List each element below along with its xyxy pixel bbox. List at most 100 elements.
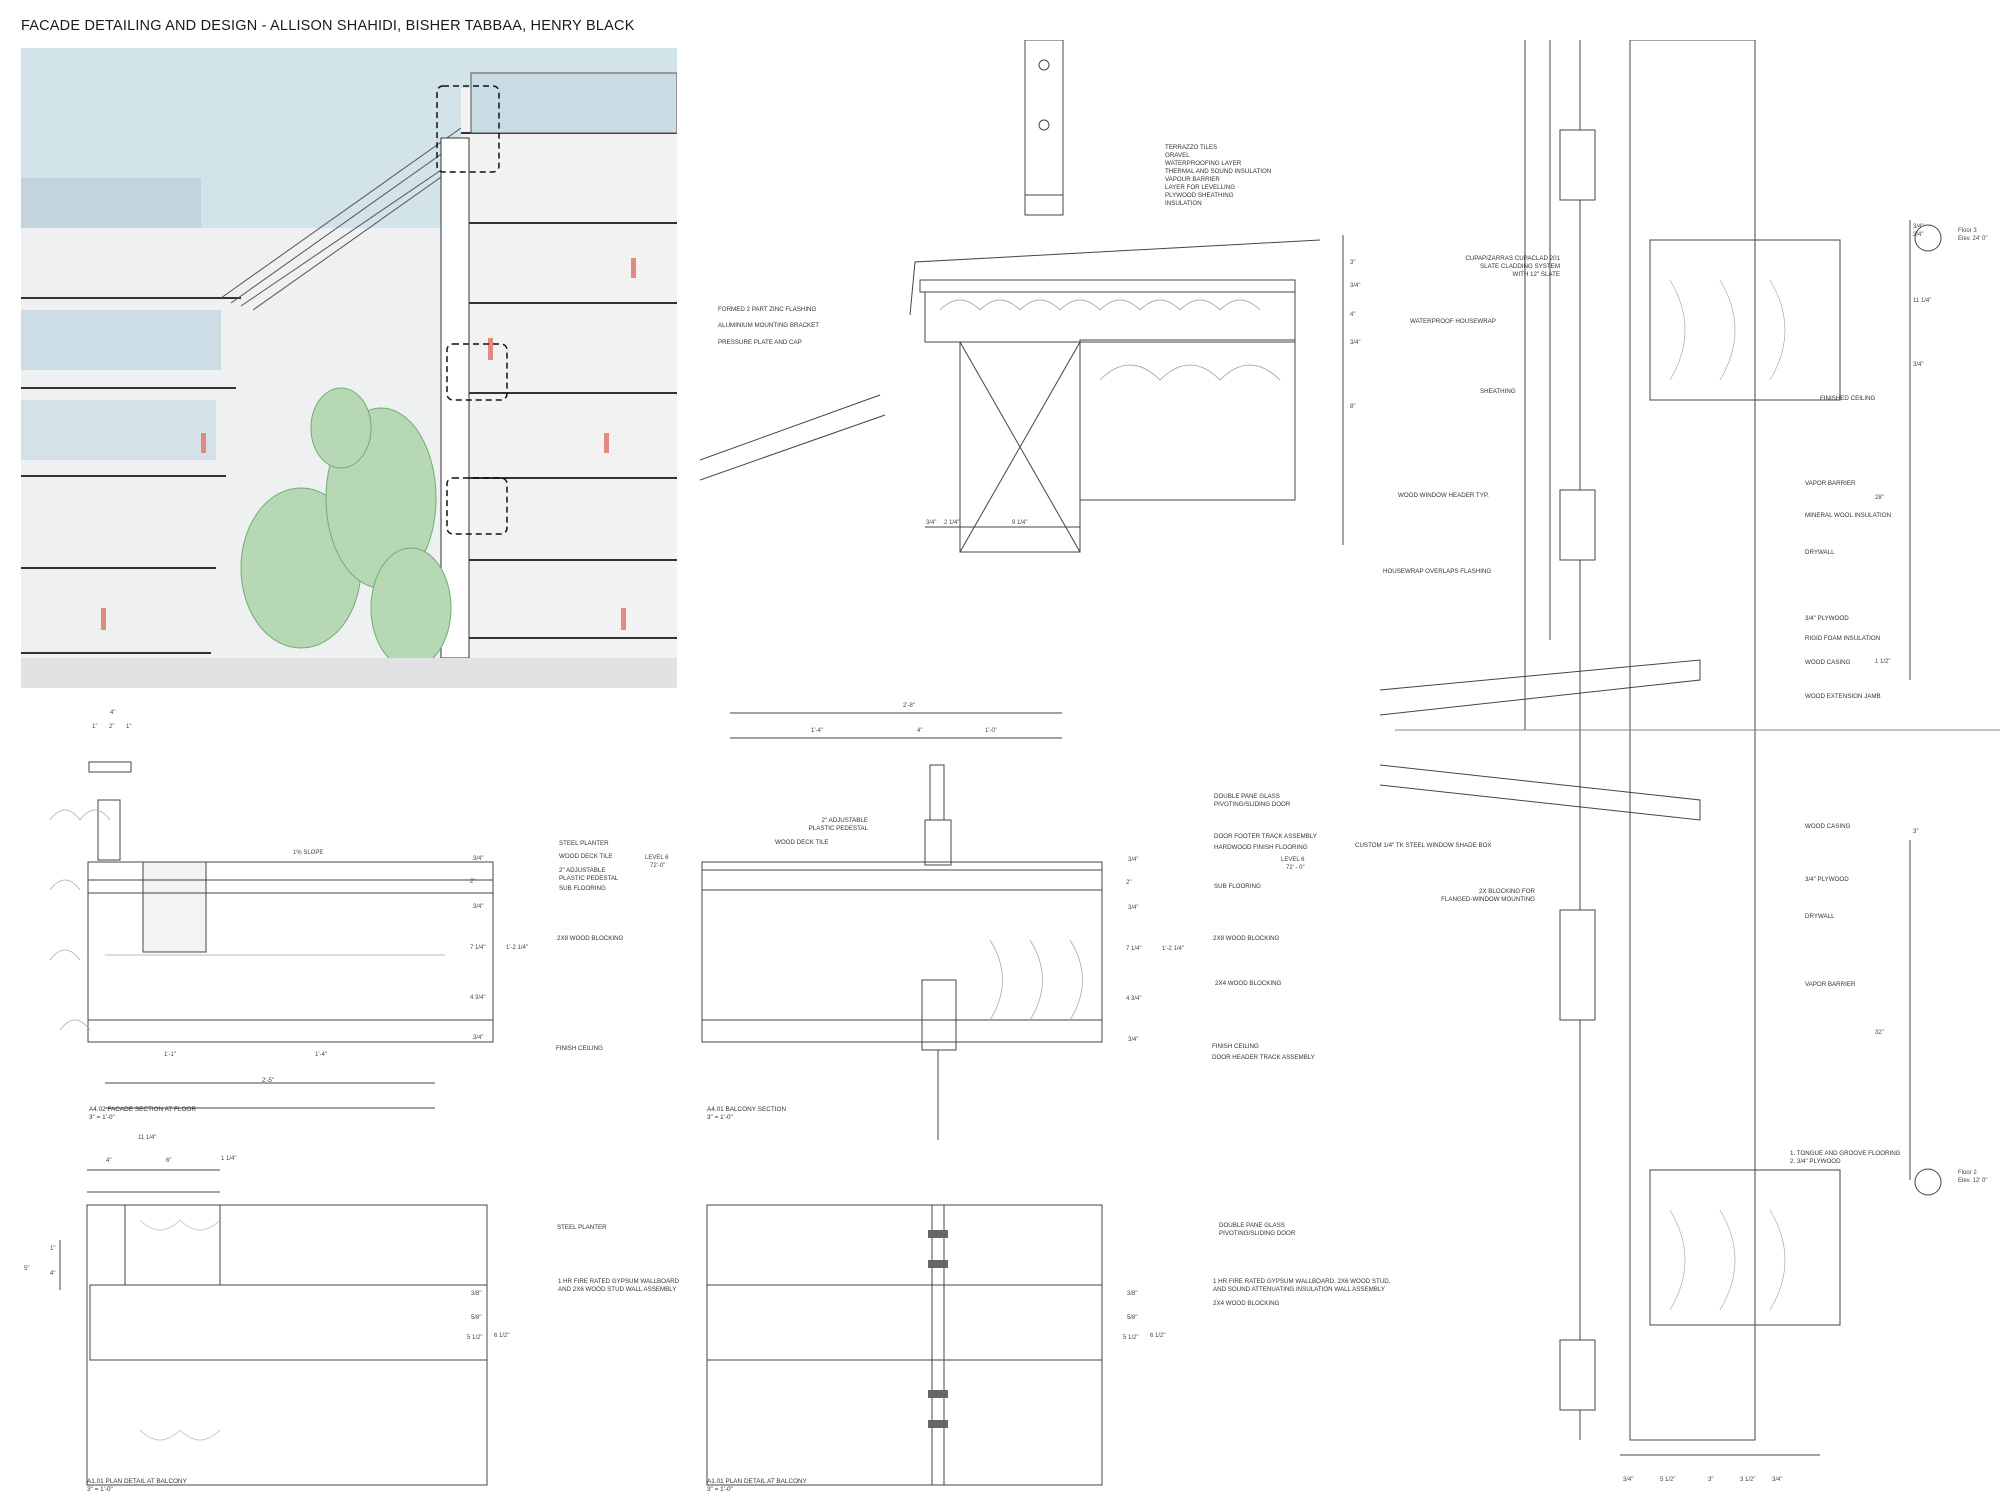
note-bs-glass-door: DOUBLE PANE GLASS PIVOTING/SLIDING DOOR bbox=[1214, 793, 1291, 808]
dim-bs-3: 1'-0" bbox=[985, 728, 997, 734]
dim-wall-2: 3/4" bbox=[1913, 232, 1924, 238]
note-wood-casing-2: WOOD CASING bbox=[1805, 823, 1851, 830]
note-wood-deck-tile: WOOD DECK TILE bbox=[559, 853, 613, 860]
dim-wall-6: 1 1/2" bbox=[1875, 659, 1891, 665]
note-extension-jamb: WOOD EXTENSION JAMB bbox=[1805, 693, 1881, 700]
dim-roof-5: 8" bbox=[1350, 404, 1356, 410]
note-flooring: 1. TONGUE AND GROOVE FLOORING 2. 3/4" PL… bbox=[1790, 1150, 1901, 1165]
dim-bsv-2: 2" bbox=[1126, 880, 1132, 886]
note-pr-2x4: 2x4 WOOD BLOCKING bbox=[1213, 1300, 1280, 1307]
note-plywood-1: 3/4" PLYWOOD bbox=[1805, 615, 1849, 622]
note-vapor-barrier-1: VAPOR BARRIER bbox=[1805, 480, 1856, 487]
dim-post-3: 1" bbox=[126, 724, 132, 730]
dim-fs-5: 4 3/4" bbox=[470, 995, 486, 1001]
caption-facade-section: A4.02 FACADE SECTION AT FLOOR 3" = 1'-0" bbox=[89, 1106, 197, 1121]
dim-bsv-1: 3/4" bbox=[1128, 857, 1139, 863]
dim-pl-side-2: 4" bbox=[50, 1271, 56, 1277]
note-plywood-2: 3/4" PLYWOOD bbox=[1805, 876, 1849, 883]
dim-fs-3: 3/4" bbox=[473, 904, 484, 910]
dim-pr-b: 5/8" bbox=[1127, 1315, 1138, 1321]
dim-roof-1: 3" bbox=[1350, 260, 1356, 266]
dim-wall-b4: 3 1/2" bbox=[1740, 1477, 1756, 1483]
plan-detail-left: 11 1/4" 4" 6" 1 1/4" 5" 1" 4" STEEL PLAN… bbox=[20, 1130, 720, 1500]
facade-section-at-floor: 4" 1" 2" 1" 1% SLOPE STEEL PLANTER WOOD … bbox=[40, 700, 720, 1140]
dim-wall-b5: 3/4" bbox=[1772, 1477, 1783, 1483]
note-bs-pedestal: 2" ADJUSTABLE PLASTIC PEDESTAL bbox=[808, 817, 868, 832]
balcony-section: 2'-8" 1'-4" 4" 1'-0" 2" ADJUSTABLE PLAST… bbox=[700, 700, 1360, 1140]
sheet-title: FACADE DETAILING AND DESIGN - ALLISON SH… bbox=[21, 18, 635, 34]
note-bs-sub-flooring: SUB FLOORING bbox=[1214, 883, 1261, 890]
dim-wall-b3: 3" bbox=[1708, 1477, 1714, 1483]
note-steel-planter: STEEL PLANTER bbox=[559, 840, 609, 847]
dim-bsv-4: 7 1/4" bbox=[1126, 946, 1142, 952]
dim-wall-7: 3" bbox=[1913, 829, 1919, 835]
note-pedestal: 2" ADJUSTABLE PLASTIC PEDESTAL bbox=[559, 867, 619, 882]
dim-fs-b2: 1'-4" bbox=[315, 1052, 327, 1058]
dim-pr-a: 3/8" bbox=[1127, 1291, 1138, 1297]
plan-left-lines bbox=[59, 1169, 488, 1486]
note-bs-2x4: 2x4 WOOD BLOCKING bbox=[1215, 980, 1282, 987]
note-roof-layers: TERRAZZO TILES GRAVEL WATERPROOFING LAYE… bbox=[1165, 144, 1272, 207]
dim-bs-total: 2'-8" bbox=[903, 703, 915, 709]
dim-pl-3: 1 1/4" bbox=[221, 1156, 237, 1162]
dim-pl-b: 5/8" bbox=[471, 1315, 482, 1321]
facade-section-lines bbox=[49, 761, 494, 1109]
note-bs-footer-track: DOOR FOOTER TRACK ASSEMBLY bbox=[1214, 833, 1317, 840]
plan-right-lines bbox=[706, 1204, 1103, 1486]
dim-fs-6: 3/4" bbox=[473, 1035, 484, 1041]
dim-post-2: 2" bbox=[109, 724, 115, 730]
dim-fs-4: 7 1/4" bbox=[470, 945, 486, 951]
note-sheathing: SHEATHING bbox=[1480, 388, 1516, 395]
note-shade-box: CUSTOM 1/4" TK STEEL WINDOW SHADE BOX bbox=[1355, 842, 1492, 849]
note-pr-wall-assembly: 1 HR FIRE RATED GYPSUM WALLBOARD, 2x6 WO… bbox=[1213, 1278, 1391, 1293]
bs-level-name: LEVEL 6 bbox=[1281, 857, 1305, 863]
note-pl-steel-planter: STEEL PLANTER bbox=[557, 1224, 607, 1231]
note-drywall-2: DRYWALL bbox=[1805, 913, 1835, 920]
note-bs-2x8: 2x8 WOOD BLOCKING bbox=[1213, 935, 1280, 942]
note-wood-blocking: 2x8 WOOD BLOCKING bbox=[557, 935, 624, 942]
dim-fs-2: 2" bbox=[470, 879, 476, 885]
note-bs-header-track: DOOR HEADER TRACK ASSEMBLY bbox=[1212, 1054, 1315, 1061]
dim-pl-2: 6" bbox=[166, 1158, 172, 1164]
dim-pl-total: 11 1/4" bbox=[138, 1135, 157, 1141]
level-6-elev: 72'-0" bbox=[650, 863, 666, 869]
note-finished-ceiling: FINISHED CEILING bbox=[1820, 395, 1876, 402]
note-vapor-barrier-2: VAPOR BARRIER bbox=[1805, 981, 1856, 988]
note-bs-finish-ceiling: FINISH CEILING bbox=[1212, 1043, 1259, 1050]
level-floor-2-name: Floor 2 bbox=[1958, 1170, 1977, 1176]
plan-detail-right: DOUBLE PANE GLASS PIVOTING/SLIDING DOOR … bbox=[700, 1130, 1390, 1500]
dim-wall-1: 3/4" bbox=[1913, 224, 1924, 230]
roof-detail-lines bbox=[700, 40, 1344, 553]
note-housewrap: WATERPROOF HOUSEWRAP bbox=[1410, 318, 1496, 325]
wall-section-lines bbox=[1380, 40, 2000, 1456]
dim-roof-4: 3/4" bbox=[1350, 340, 1361, 346]
dim-fs-1: 3/4" bbox=[473, 856, 484, 862]
dim-pl-1: 4" bbox=[106, 1158, 112, 1164]
note-drywall-1: DRYWALL bbox=[1805, 549, 1835, 556]
note-pr-glass-door: DOUBLE PANE GLASS PIVOTING/SLIDING DOOR bbox=[1219, 1222, 1296, 1237]
note-zinc-flashing: FORMED 2 PART ZINC FLASHING bbox=[718, 306, 817, 313]
dim-wall-3: 11 1/4" bbox=[1913, 298, 1932, 304]
dim-roof-h2: 2 1/4" bbox=[944, 520, 960, 526]
roof-eave-detail: FORMED 2 PART ZINC FLASHING ALUMINIUM MO… bbox=[700, 40, 1360, 560]
level-6-name: LEVEL 6 bbox=[645, 855, 669, 861]
note-pl-gypsum-wall: 1 HR FIRE RATED GYPSUM WALLBOARD AND 2x6… bbox=[558, 1278, 680, 1293]
dim-bsv-3: 3/4" bbox=[1128, 905, 1139, 911]
note-mounting-bracket: ALUMINIUM MOUNTING BRACKET bbox=[718, 322, 820, 329]
note-blocking: 2X BLOCKING FOR FLANGED-WINDOW MOUNTING bbox=[1441, 888, 1535, 903]
balcony-section-lines bbox=[701, 712, 1103, 1140]
caption-plan-right: A1.01 PLAN DETAIL AT BALCONY 3" = 1'-0" bbox=[707, 1478, 807, 1493]
dim-fs-overall: 1'-2 1/4" bbox=[506, 945, 528, 951]
wall-section-detail: CUPAPIZARRAS CUPACLAD 201 SLATE CLADDING… bbox=[1355, 40, 2000, 1500]
note-housewrap-flashing: HOUSEWRAP OVERLAPS FLASHING bbox=[1383, 568, 1492, 575]
dim-bsv-overall: 1'-2 1/4" bbox=[1162, 946, 1184, 952]
dim-pl-c: 5 1/2" bbox=[467, 1335, 483, 1341]
dim-bs-1: 1'-4" bbox=[811, 728, 823, 734]
dim-wall-b2: 5 1/2" bbox=[1660, 1477, 1676, 1483]
dim-pl-side-total: 5" bbox=[24, 1266, 30, 1272]
dim-pr-d: 6 1/2" bbox=[1150, 1333, 1166, 1339]
rendering-illustration bbox=[21, 72, 677, 688]
dim-roof-h3: 9 1/4" bbox=[1012, 520, 1028, 526]
note-pressure-plate: PRESSURE PLATE AND CAP bbox=[718, 339, 802, 346]
dim-pr-c: 5 1/2" bbox=[1123, 1335, 1139, 1341]
